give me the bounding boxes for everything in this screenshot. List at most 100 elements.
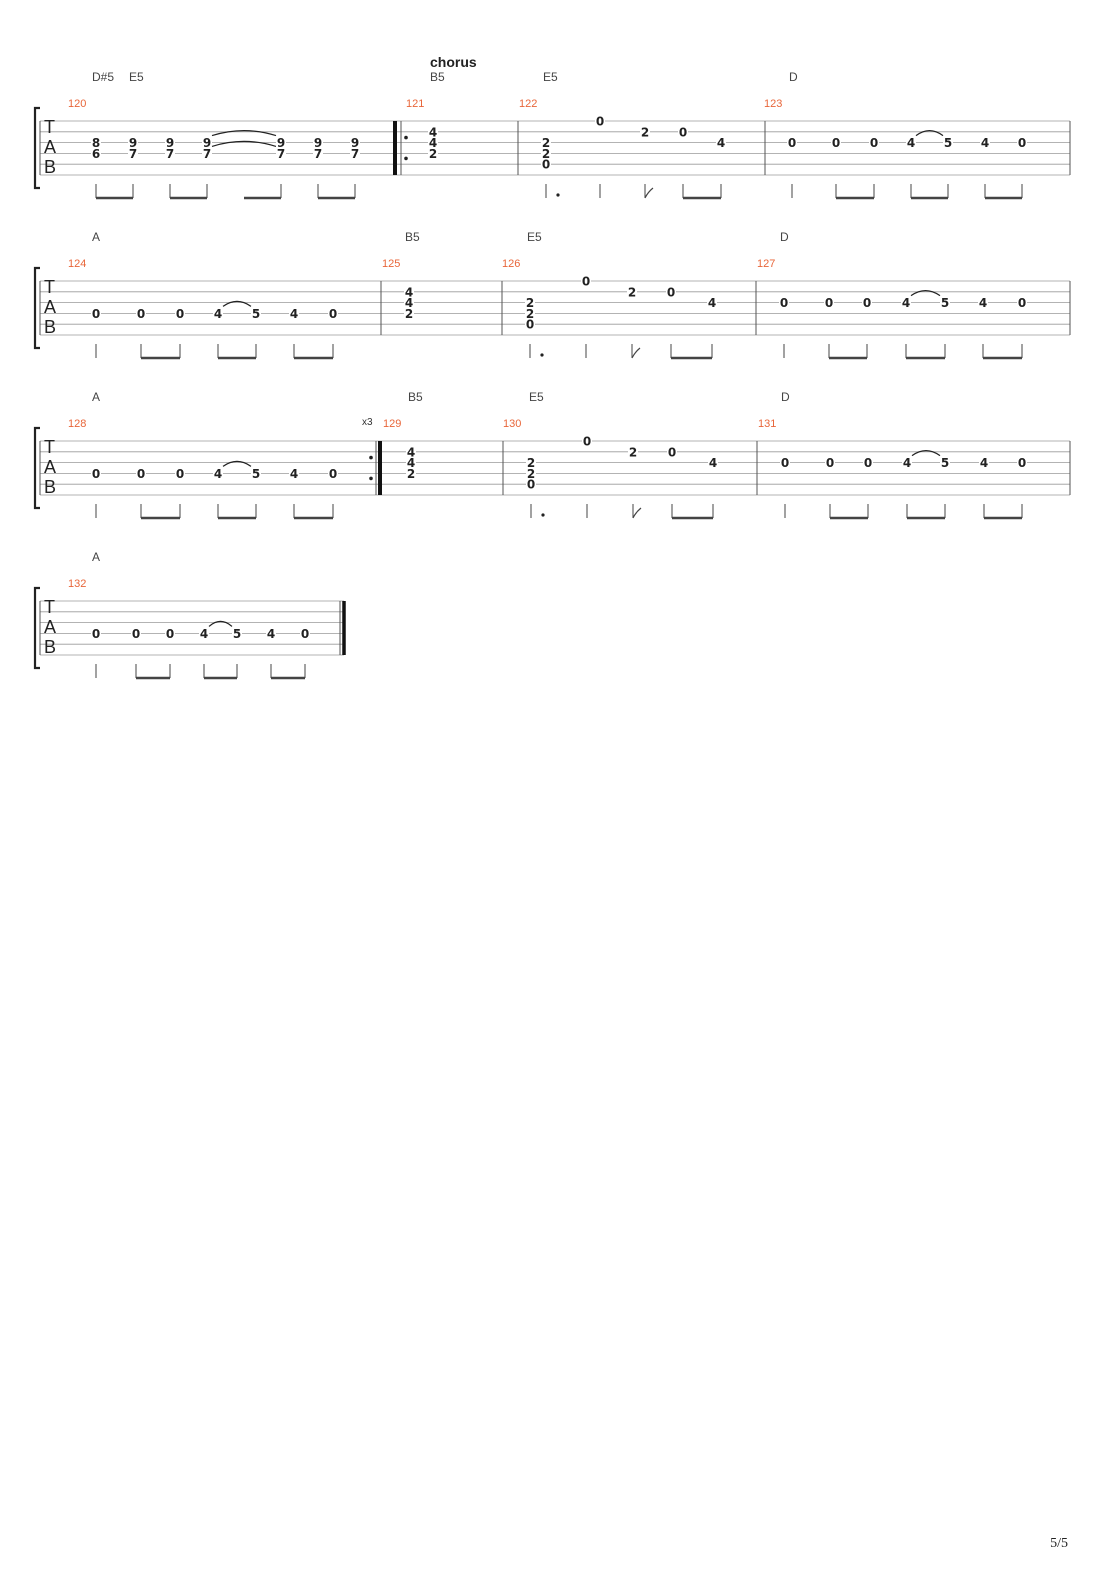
fret-background xyxy=(406,467,416,479)
fret-number: 8 xyxy=(92,136,100,150)
fret-background xyxy=(165,136,175,148)
fret-background xyxy=(980,136,990,148)
fret-background xyxy=(313,136,323,148)
dot xyxy=(540,353,544,357)
fret-number: 0 xyxy=(870,136,878,150)
fret-number: 6 xyxy=(92,147,100,161)
fret-number: 0 xyxy=(780,296,788,310)
repeat-dot xyxy=(404,135,408,140)
fret-background xyxy=(276,136,286,148)
fret-background xyxy=(350,136,360,148)
fret-number: 7 xyxy=(129,147,137,161)
fret-number: 9 xyxy=(351,136,359,150)
fret-background xyxy=(780,456,790,468)
tab-letter: A xyxy=(44,457,56,477)
fret-background xyxy=(628,445,638,457)
fret-background xyxy=(202,147,212,159)
fret-background xyxy=(581,275,591,286)
fret-background xyxy=(978,296,988,308)
fret-background xyxy=(136,467,146,479)
fret-background xyxy=(525,296,535,308)
fret-background xyxy=(289,307,299,319)
fret-number: 5 xyxy=(252,307,260,321)
fret-background xyxy=(131,627,141,639)
tab-letter: B xyxy=(44,637,56,657)
section-label-chorus: chorus xyxy=(430,54,477,70)
fret-number: 0 xyxy=(137,307,145,321)
fret-number: 4 xyxy=(981,136,989,150)
fret-background xyxy=(1017,296,1027,308)
fret-background xyxy=(869,136,879,148)
fret-background xyxy=(232,627,242,639)
system-bracket xyxy=(33,426,40,510)
fret-number: 0 xyxy=(92,627,100,641)
fret-number: 5 xyxy=(941,456,949,470)
fret-background xyxy=(716,136,726,148)
repeat-dot xyxy=(369,455,373,460)
fret-number: 4 xyxy=(709,456,717,470)
chord-name: D xyxy=(780,230,789,244)
fret-number: 7 xyxy=(277,147,285,161)
chord-name: D xyxy=(781,390,790,404)
fret-background xyxy=(251,307,261,319)
fret-number: 0 xyxy=(92,307,100,321)
fret-number: 5 xyxy=(944,136,952,150)
fret-number: 5 xyxy=(941,296,949,310)
fret-background xyxy=(831,136,841,148)
tab-letter: B xyxy=(44,317,56,337)
fret-number: 9 xyxy=(314,136,322,150)
fret-number: 2 xyxy=(542,147,550,161)
fret-background xyxy=(582,435,592,446)
chord-name: B5 xyxy=(405,230,420,244)
fret-background xyxy=(640,125,650,137)
bar-number: 123 xyxy=(764,98,782,110)
tie-arc xyxy=(222,300,252,307)
fret-background xyxy=(541,136,551,148)
chord-name: E5 xyxy=(527,230,542,244)
fret-number: 4 xyxy=(214,467,222,481)
fret-background xyxy=(541,158,551,170)
fret-number: 0 xyxy=(92,467,100,481)
fret-background xyxy=(428,147,438,159)
repeat-count: x3 xyxy=(362,417,373,428)
fret-number: 2 xyxy=(527,456,535,470)
fret-number: 0 xyxy=(788,136,796,150)
bar-number: 120 xyxy=(68,98,86,110)
fret-background xyxy=(404,307,414,319)
fret-number: 9 xyxy=(129,136,137,150)
fret-number: 4 xyxy=(290,467,298,481)
fret-number: 2 xyxy=(405,307,413,321)
bar-number: 124 xyxy=(68,258,86,270)
fret-background xyxy=(824,296,834,308)
fret-background xyxy=(213,467,223,479)
fret-background xyxy=(541,147,551,159)
tie-arc xyxy=(208,620,233,627)
tie-arc xyxy=(911,450,941,457)
fret-background xyxy=(779,296,789,308)
fret-background xyxy=(91,627,101,639)
bar-number: 129 xyxy=(383,418,401,430)
fret-background xyxy=(350,147,360,159)
dot xyxy=(541,513,545,517)
fret-background xyxy=(901,296,911,308)
fret-background xyxy=(404,296,414,308)
fret-background xyxy=(707,296,717,308)
fret-background xyxy=(428,136,438,148)
fret-background xyxy=(165,147,175,159)
fret-background xyxy=(1017,456,1027,468)
tab-letter: T xyxy=(44,597,55,617)
fret-number: 4 xyxy=(717,136,725,150)
tab-letter: A xyxy=(44,297,56,317)
fret-background xyxy=(289,467,299,479)
chord-name: E5 xyxy=(129,70,144,84)
bar-number: 121 xyxy=(406,98,424,110)
fret-background xyxy=(328,307,338,319)
fret-number: 0 xyxy=(826,456,834,470)
fret-background xyxy=(902,456,912,468)
